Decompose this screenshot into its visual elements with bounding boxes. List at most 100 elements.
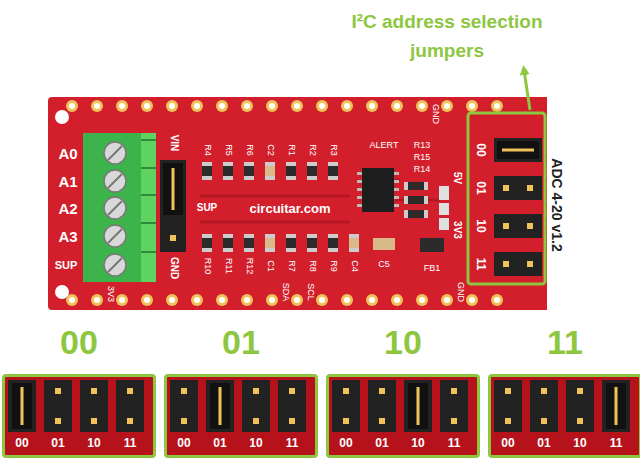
voltage-label: 3V3	[452, 221, 462, 239]
pin-header	[368, 380, 396, 432]
pin-header	[494, 176, 542, 200]
jumper-label: 01	[51, 437, 64, 449]
smd-terminal	[307, 248, 317, 252]
pin-hole	[469, 297, 475, 303]
header-pin	[55, 418, 61, 424]
panel-board	[166, 376, 316, 456]
header-pin	[527, 185, 533, 191]
pin-pad	[466, 294, 478, 306]
header-pin	[505, 388, 511, 394]
pin-hole	[369, 297, 375, 303]
pin-pad	[166, 100, 178, 112]
smd-terminal	[223, 162, 233, 166]
component-ref: R15	[414, 153, 431, 162]
pin-hole	[319, 297, 325, 303]
pin-hole	[394, 103, 400, 109]
pin-hole	[269, 297, 275, 303]
smd-part	[244, 162, 254, 180]
callout-text: I²C address selection jumpers	[327, 8, 567, 65]
pin-hole	[94, 297, 100, 303]
pin-pad	[91, 100, 103, 112]
screw-slot	[108, 174, 122, 188]
jumper-label: 00	[339, 437, 352, 449]
header-pin	[127, 418, 133, 424]
jumper-label: 00	[15, 437, 28, 449]
smd-terminal	[328, 176, 338, 180]
pin-header	[602, 380, 630, 432]
pin-pad	[141, 294, 153, 306]
pin-hole	[219, 103, 225, 109]
jumper-bar	[219, 387, 222, 425]
header-pin	[503, 261, 509, 267]
jumper-cap	[12, 383, 32, 429]
pin-hole	[369, 103, 375, 109]
header-pin	[253, 418, 259, 424]
smd-terminal	[202, 234, 212, 238]
pin-pad	[191, 100, 203, 112]
component-ref: R6	[245, 144, 254, 156]
jumper-bar	[172, 168, 175, 210]
jumper-label: 11	[448, 437, 461, 449]
component-ref: R13	[414, 141, 431, 150]
header-pin	[577, 418, 583, 424]
label-strip	[547, 97, 568, 310]
header-pin	[91, 418, 97, 424]
smd-terminal	[223, 176, 233, 180]
smd-part	[223, 234, 233, 252]
smd-terminal	[307, 234, 317, 238]
header-pin	[289, 388, 295, 394]
jumper-label: 01	[375, 437, 388, 449]
pin-pad	[391, 100, 403, 112]
pin-hole	[169, 297, 175, 303]
component-ref: C2	[266, 144, 275, 156]
pin-pad	[441, 294, 453, 306]
smd-terminal	[286, 248, 296, 252]
jumper-label: 10	[411, 437, 424, 449]
header-pin	[181, 388, 187, 394]
pin-hole	[144, 297, 150, 303]
component-ref: R5	[224, 144, 233, 156]
jumper-bar	[615, 387, 618, 425]
component-ref: R7	[287, 260, 296, 272]
smd-terminal	[328, 162, 338, 166]
jumper-label: 10	[87, 437, 100, 449]
terminal-fin	[141, 139, 156, 141]
component-ref: R8	[308, 260, 317, 272]
pin-pad	[316, 100, 328, 112]
chip-pin	[394, 172, 399, 175]
smd-terminal	[244, 176, 254, 180]
header-pin	[503, 223, 509, 229]
pin-hole	[194, 297, 200, 303]
smd-terminal	[265, 248, 275, 252]
terminal-label: A0	[58, 146, 77, 161]
smd-terminal	[404, 182, 408, 190]
header-pin	[451, 418, 457, 424]
jumper-label: 01	[475, 181, 487, 194]
jumper-bar	[502, 149, 534, 152]
pin-header	[8, 380, 36, 432]
pin-header	[404, 380, 432, 432]
smd-terminal	[307, 162, 317, 166]
smd-terminal	[349, 248, 359, 252]
pin-header	[494, 214, 542, 238]
jumper-bar	[21, 387, 24, 425]
jumper-label: 10	[475, 219, 487, 232]
pin-header	[332, 380, 360, 432]
pin-pad	[116, 294, 128, 306]
pin-pad	[216, 294, 228, 306]
smd-terminal	[286, 234, 296, 238]
chip-pin	[394, 204, 399, 207]
jumper-cap	[497, 141, 539, 159]
component-ref: C1	[266, 260, 275, 272]
header-pin	[505, 418, 511, 424]
screw-slot	[108, 229, 122, 243]
pin-name: SUP	[197, 203, 218, 213]
setting-heading: 01	[167, 325, 315, 359]
jumper-setting-panel: 0000011011	[2, 374, 156, 458]
smd-part	[244, 234, 254, 252]
pin-pad	[191, 294, 203, 306]
smd-terminal	[223, 248, 233, 252]
smd-part	[202, 234, 212, 252]
